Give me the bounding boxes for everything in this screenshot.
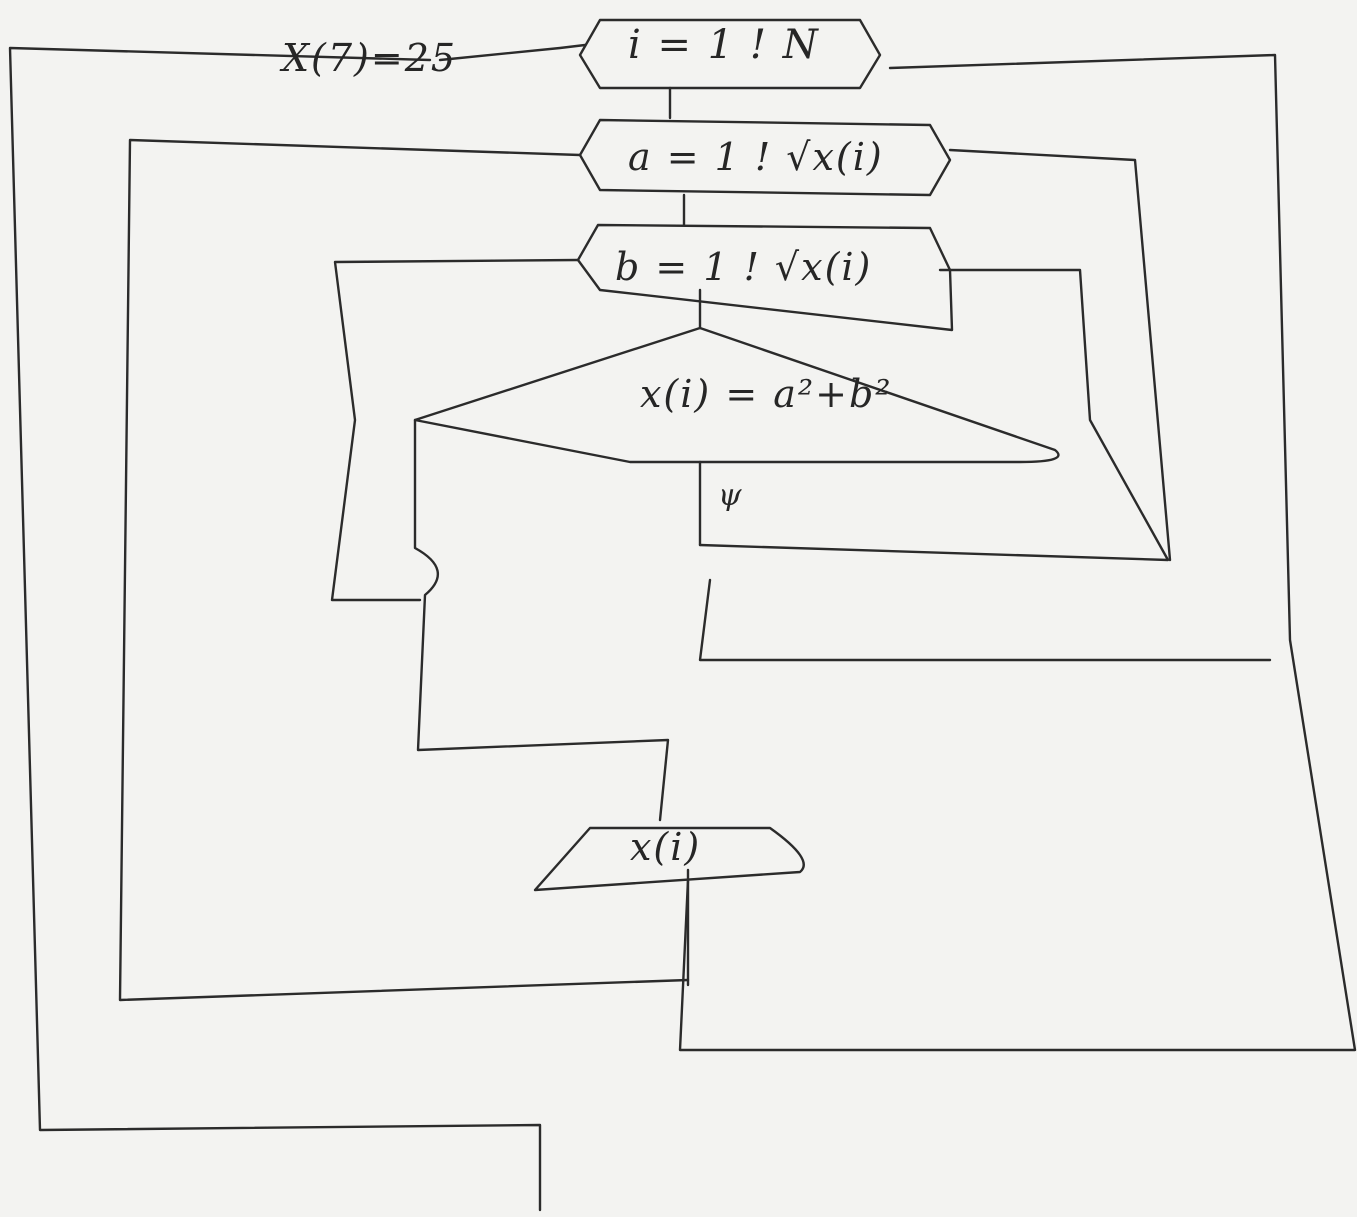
- output-label: x(i): [630, 825, 702, 869]
- loop-i-label: i = 1 ! N: [628, 22, 820, 68]
- loop-b-frame: [330, 258, 1170, 602]
- yes-branch-label: ψ: [718, 478, 744, 513]
- output-shape: [533, 826, 805, 892]
- loop-i-shape: [578, 18, 882, 90]
- outer-loop-frame: [8, 43, 1357, 1212]
- loop-a-frame: [118, 138, 1272, 1002]
- condition-label: x(i) = a²+b²: [640, 372, 893, 416]
- decision-shape: [413, 326, 1060, 464]
- loop-b-label: b = 1 ! √x(i): [615, 245, 873, 289]
- init-label: X(7)=25: [282, 36, 458, 80]
- no-branch-line: [413, 418, 670, 822]
- loop-a-label: a = 1 ! √x(i): [628, 135, 884, 179]
